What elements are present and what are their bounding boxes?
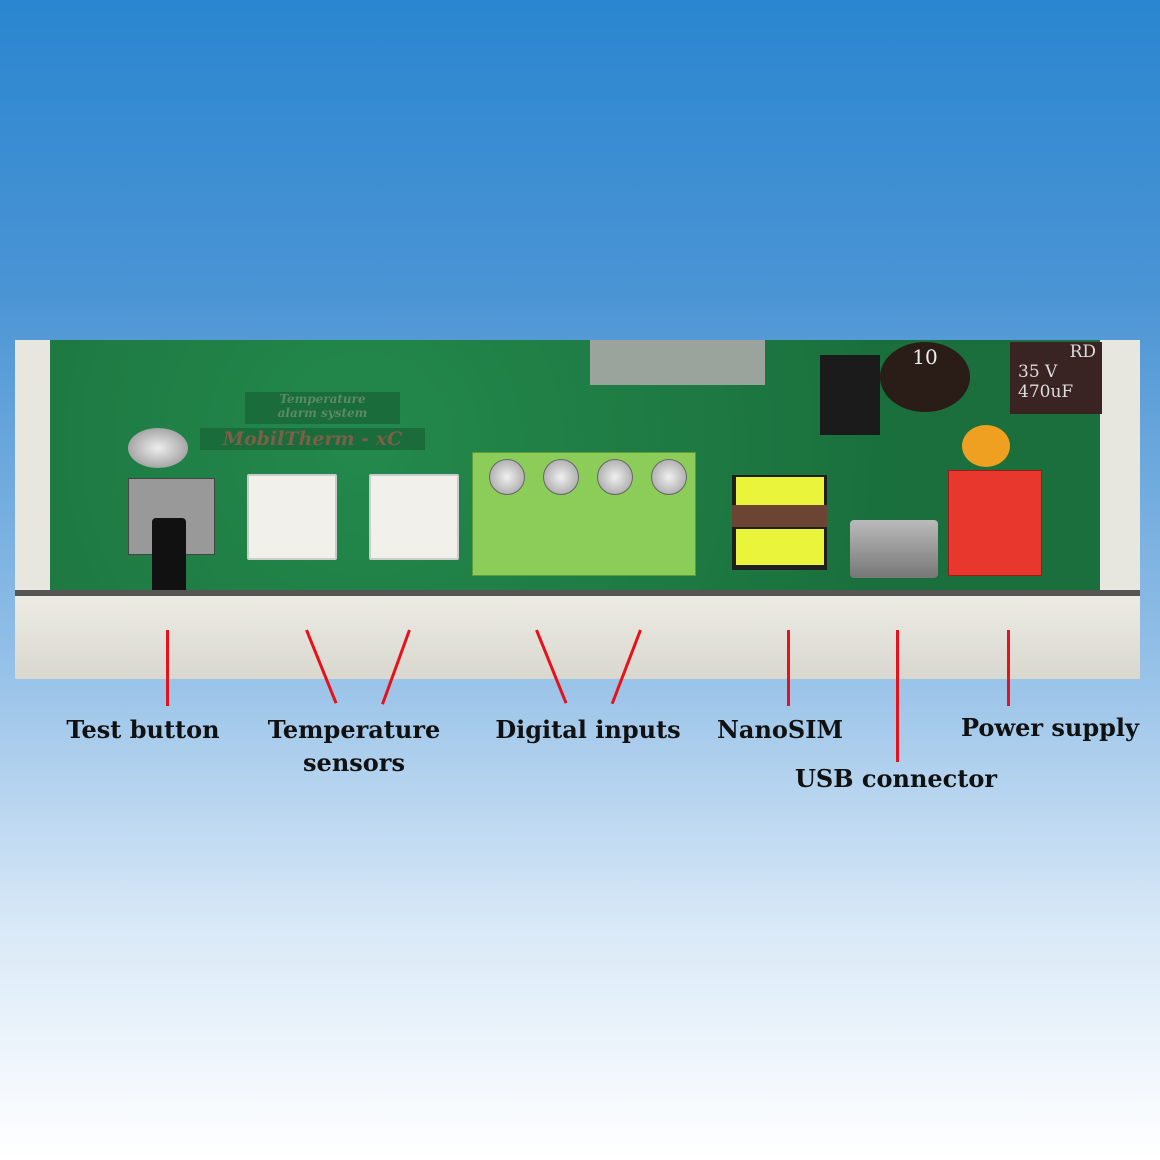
silkscreen-line1: Temperature xyxy=(279,392,366,406)
mounting-screw xyxy=(128,428,188,468)
sim-tray xyxy=(732,505,827,527)
screw-icon xyxy=(651,459,687,495)
label-test-button: Test button xyxy=(66,715,220,744)
pcb-silkscreen-title: Temperature alarm system xyxy=(245,392,400,424)
label-power-supply: Power supply xyxy=(961,713,1139,742)
enclosure-front xyxy=(15,590,1140,679)
inductor-marking: 10 xyxy=(912,345,938,369)
callout-line-usb xyxy=(896,630,899,762)
product-name: MobilTherm - xC xyxy=(200,428,425,450)
callout-line-test-button xyxy=(166,630,169,706)
sim-card-bottom xyxy=(736,529,824,565)
silkscreen-line2: alarm system xyxy=(277,406,368,420)
electrolytic-capacitor: RD 35 V 470uF xyxy=(1010,342,1102,414)
label-temperature-sensors-line1: Temperature xyxy=(267,715,441,744)
sim-card-top xyxy=(736,477,824,505)
label-temperature-sensors-line2: sensors xyxy=(303,748,405,777)
tantalum-capacitor xyxy=(962,425,1010,467)
usb-port xyxy=(850,520,938,578)
callout-line-nanosim xyxy=(787,630,790,706)
inductor: 10 xyxy=(880,342,970,412)
label-digital-inputs: Digital inputs xyxy=(495,715,681,744)
test-button-plunger xyxy=(152,518,186,603)
power-supply-terminal xyxy=(948,470,1042,576)
nanosim-holder xyxy=(732,475,827,570)
label-usb-connector: USB connector xyxy=(794,764,998,793)
callout-line-power xyxy=(1007,630,1010,706)
temperature-sensor-connector-2 xyxy=(369,474,459,560)
screw-icon xyxy=(597,459,633,495)
capacitor-series: RD xyxy=(1069,342,1096,362)
label-nanosim: NanoSIM xyxy=(716,715,844,744)
gsm-module xyxy=(590,340,765,385)
digital-inputs-terminal-block xyxy=(472,452,696,576)
temperature-sensor-connector-1 xyxy=(247,474,337,560)
screw-icon xyxy=(543,459,579,495)
screw-icon xyxy=(489,459,525,495)
ic-chip xyxy=(820,355,880,435)
capacitor-marking: 35 V 470uF xyxy=(1018,362,1074,402)
